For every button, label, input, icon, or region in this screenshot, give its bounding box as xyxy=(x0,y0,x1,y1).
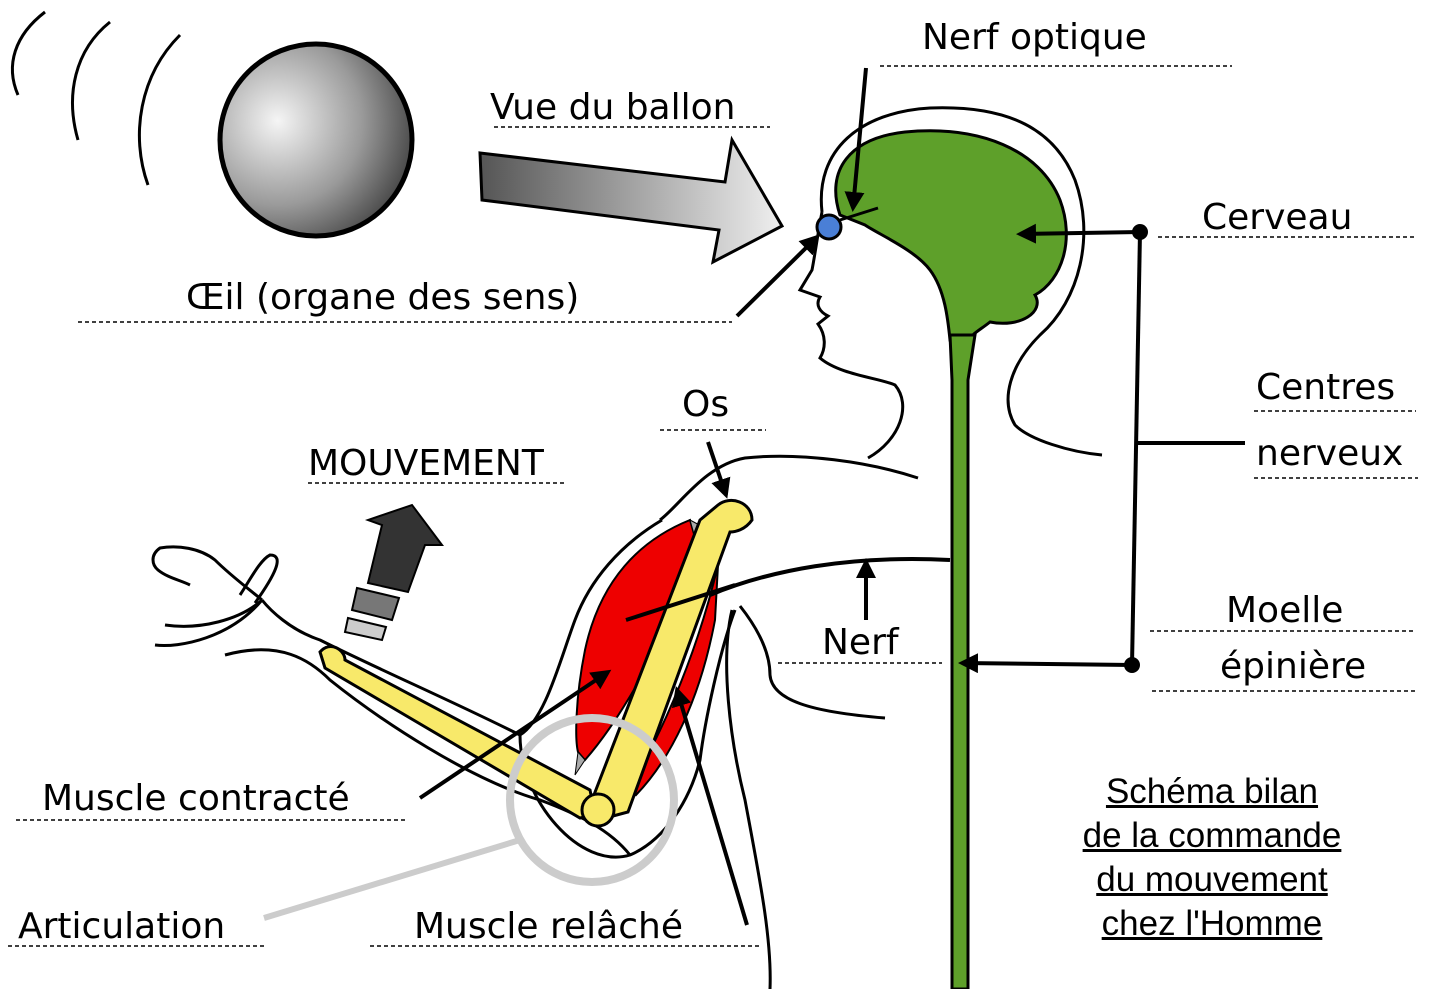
label-nerf: Nerf xyxy=(822,625,899,661)
title-line: du mouvement xyxy=(1042,858,1382,902)
label-epiniere: épinière xyxy=(1220,649,1366,685)
label-articulation: Articulation xyxy=(18,909,225,945)
motor-nerve xyxy=(710,559,950,595)
label-nerf-optique: Nerf optique xyxy=(922,20,1147,56)
label-vue-du-ballon: Vue du ballon xyxy=(490,90,735,126)
motion-lines xyxy=(12,12,180,185)
label-moelle: Moelle xyxy=(1226,593,1343,629)
movement-arrow xyxy=(345,505,442,640)
label-mouvement: MOUVEMENT xyxy=(308,446,544,482)
forearm-bones xyxy=(320,647,595,818)
label-muscle-contracte: Muscle contracté xyxy=(42,781,350,817)
label-oeil: Œil (organe des sens) xyxy=(186,280,579,316)
label-cerveau: Cerveau xyxy=(1202,200,1352,236)
eye xyxy=(817,215,841,239)
title-line: de la commande xyxy=(1042,814,1382,858)
title-line: chez l'Homme xyxy=(1042,902,1382,946)
label-os: Os xyxy=(682,387,729,423)
title-line: Schéma bilan xyxy=(1042,770,1382,814)
label-nerveux: nerveux xyxy=(1256,436,1403,472)
vision-arrow xyxy=(480,140,782,262)
diagram-title: Schéma bilan de la commande du mouvement… xyxy=(1042,770,1382,946)
ball xyxy=(220,44,412,236)
label-centres: Centres xyxy=(1256,370,1395,406)
label-muscle-relache: Muscle relâché xyxy=(414,909,683,945)
